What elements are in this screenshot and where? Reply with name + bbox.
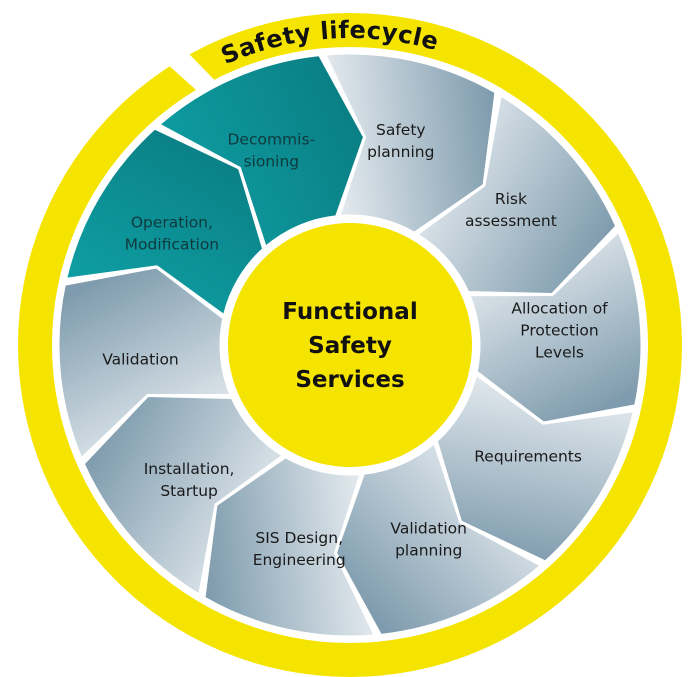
segment-label-line: Validation [390,520,467,538]
segment-shape [202,455,377,639]
segment-label: Operation, Modification [125,214,219,254]
segment-shape [63,126,266,318]
segment-shape [467,229,644,425]
segment-shape [81,393,286,597]
ring-notch [168,52,216,92]
segment-label-line: Safety [376,121,426,139]
segment-label: Decommis-sioning [227,130,315,170]
segment-shape [333,440,544,637]
lifecycle-ring [18,13,682,677]
segment-validation-planning: Validation planning [333,440,544,637]
segment-label-line: Validation [102,351,179,369]
center-title-line: Services [295,367,404,393]
segment-label-line: Installation, [144,460,235,478]
segment-shape [323,51,498,235]
segment-label: Validation planning [390,520,467,560]
segment-installation-startup: Installation, Startup [81,393,286,597]
segment-shape [434,372,637,564]
center-fill [228,223,472,467]
segment-label: Validation [102,351,179,369]
segment-shape [156,53,367,250]
segment-shape [414,93,619,297]
segment-label-line: planning [395,542,462,560]
segment-label-line: SIS Design, [255,529,343,547]
segment-safety-planning: Safety planning [323,51,498,235]
segment-label-line: Risk [495,190,527,208]
segment-label-line: sioning [243,152,299,170]
segment-label-line: Engineering [253,551,346,569]
segment-label-line: Levels [535,343,584,361]
segment-label: Requirements [474,447,582,465]
segment-label: Safety planning [367,121,434,161]
segment-label: Installation, Startup [144,460,235,500]
center-title-line: Functional [282,299,417,325]
segment-label-line: Requirements [474,447,582,465]
segment-label: Risk assessment [465,190,557,230]
segment-label-line: planning [367,143,434,161]
segment-decommissioning: Decommis-sioning [156,53,367,250]
segment-operation-modification: Operation, Modification [63,126,266,318]
segment-risk-assessment: Risk assessment [414,93,619,297]
segment-label-line: Allocation of [511,299,608,317]
segment-label: SIS Design, Engineering [253,529,346,569]
segment-label-line: Startup [160,482,218,500]
segment-label-line: Decommis- [227,130,315,148]
segment-requirements: Requirements [434,372,637,564]
segment-validation: Validation [56,265,233,461]
segment-label-line: assessment [465,212,557,230]
segment-shape [56,265,233,461]
segment-label-line: Modification [125,236,219,254]
center-title-line: Safety [308,333,392,359]
segment-sis-design-engineering: SIS Design, Engineering [202,455,377,639]
segment-label-line: Operation, [131,214,213,232]
segment-label-line: Protection [520,321,598,339]
